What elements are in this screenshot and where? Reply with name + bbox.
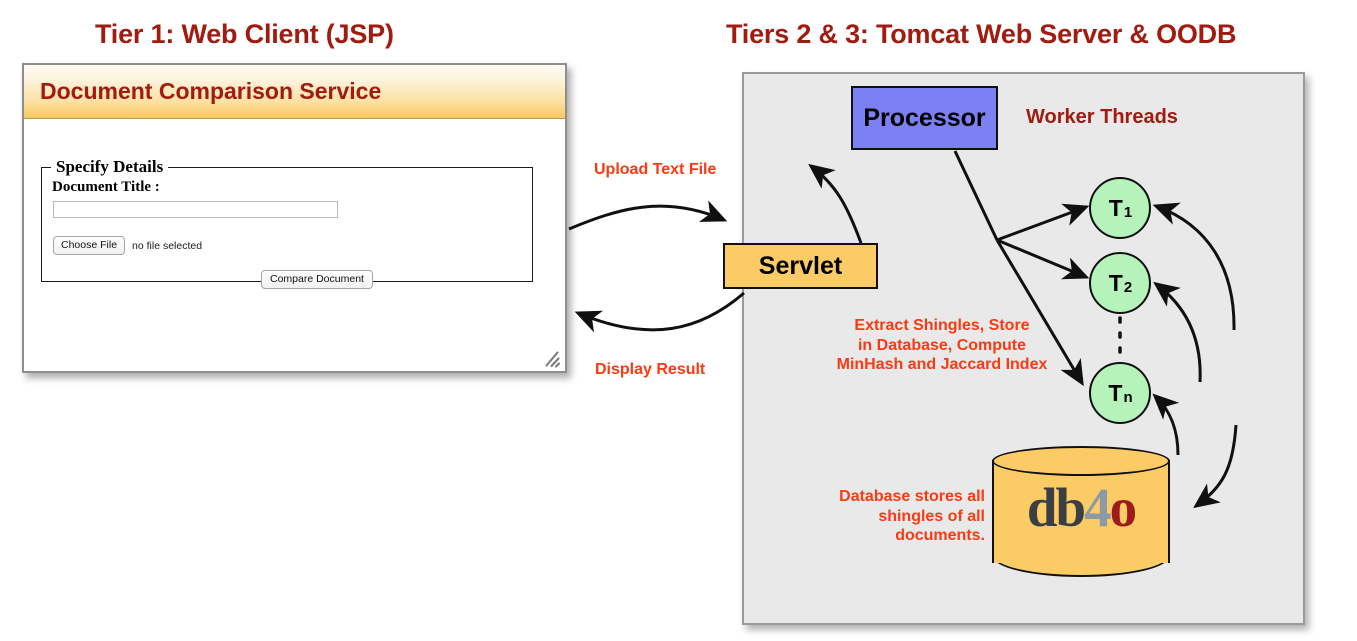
db4o-logo-o: o bbox=[1109, 477, 1137, 538]
thread-label-sub: 2 bbox=[1123, 278, 1133, 296]
resize-grip-icon[interactable] bbox=[541, 350, 561, 368]
document-title-input[interactable] bbox=[53, 201, 338, 218]
database-cylinder[interactable]: db4o bbox=[992, 446, 1170, 577]
window-titlebar: Document Comparison Service bbox=[24, 65, 565, 119]
display-result-label: Display Result bbox=[595, 361, 706, 378]
file-status-text: no file selected bbox=[132, 239, 203, 252]
thread-label-sub: 1 bbox=[1123, 203, 1133, 221]
cylinder-top bbox=[992, 446, 1170, 476]
db4o-logo-4: 4 bbox=[1084, 477, 1111, 538]
worker-threads-label: Worker Threads bbox=[1026, 106, 1178, 128]
extract-shingles-label: Extract Shingles, Store in Database, Com… bbox=[836, 317, 1048, 374]
window-content-area: Specify Details Document Title : Choose … bbox=[24, 120, 565, 371]
compare-document-button[interactable]: Compare Document bbox=[261, 270, 373, 290]
thread-label-base: T bbox=[1108, 379, 1123, 406]
tier1-section-title: Tier 1: Web Client (JSP) bbox=[95, 19, 394, 49]
db4o-logo-db: db bbox=[1026, 477, 1086, 538]
upload-text-file-label: Upload Text File bbox=[594, 161, 717, 178]
document-title-label: Document Title : bbox=[52, 179, 160, 195]
processor-node[interactable]: Processor bbox=[851, 86, 998, 150]
cylinder-body bbox=[992, 460, 1170, 563]
tier23-section-title: Tiers 2 & 3: Tomcat Web Server & OODB bbox=[726, 19, 1237, 49]
fieldset-legend: Specify Details bbox=[51, 157, 169, 177]
database-stores-label: Database stores all shingles of all docu… bbox=[839, 488, 985, 545]
specify-details-fieldset: Specify Details Document Title : Choose … bbox=[41, 157, 533, 290]
thread-label-sub: n bbox=[1123, 388, 1133, 406]
page-title: Document Comparison Service bbox=[40, 78, 382, 104]
thread-label-base: T bbox=[1108, 194, 1123, 221]
web-client-window: Document Comparison Service Specify Deta… bbox=[22, 63, 567, 373]
thread-label-base: T bbox=[1108, 269, 1123, 296]
choose-file-button[interactable]: Choose File bbox=[53, 236, 126, 256]
db4o-logo: db4o bbox=[992, 480, 1170, 535]
file-chooser-row: Choose File no file selected bbox=[53, 236, 203, 256]
servlet-node[interactable]: Servlet bbox=[723, 243, 878, 289]
